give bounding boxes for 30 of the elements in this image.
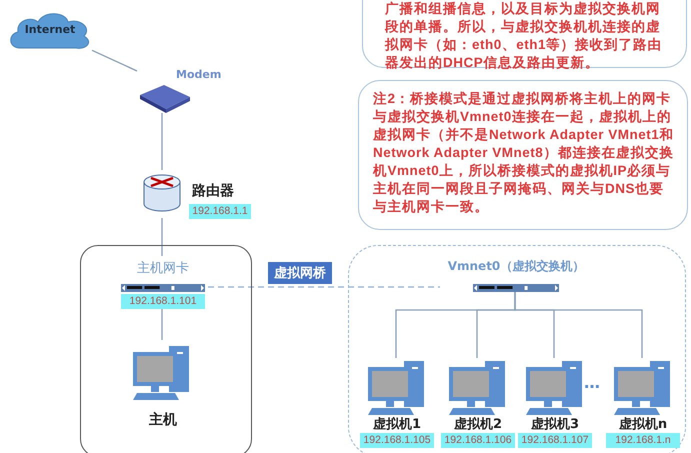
device-label: Modem (176, 68, 222, 81)
computer-label: 虚拟机n (618, 416, 668, 433)
connector-line (161, 113, 163, 170)
computer-label: 虚拟机3 (530, 416, 580, 433)
ip-address-label: 192.168.1.105 (360, 433, 434, 448)
connector-line (161, 218, 163, 256)
host-frame (80, 245, 252, 453)
computer-label: 虚拟机1 (372, 416, 422, 433)
computer-label: 主机 (148, 411, 178, 429)
note-text: 注2：桥接模式是通过虚拟网桥将主机上的网卡与虚拟交换机Vmnet0连接在一起，虚拟机上的虚拟网卡（并不是Network Adapter VMnet1和Network Adapter VMnet8）都连接在虚拟交换机Vmnet0上，所以桥接模式的虚拟机IP必须与主机在同一网段且子网掩码、网关与DNS也要与主机网卡一致。 (373, 90, 675, 216)
connector-line (208, 286, 440, 288)
connector-line (92, 50, 138, 72)
ip-address-label: 192.168.1.1 (189, 204, 251, 219)
router-label: 路由器 (192, 182, 234, 200)
connector-line (514, 292, 643, 358)
computer-label: 虚拟机2 (452, 416, 504, 433)
ip-address-label: 192.168.1.107 (518, 433, 592, 448)
note-box (362, 0, 687, 68)
ip-address-label: 192.168.1.n (606, 433, 680, 448)
switch-label: Vmnet0（虚拟交换机） (446, 258, 586, 275)
virtual-network-frame (348, 245, 686, 453)
note-box (358, 80, 688, 230)
ellipsis: … (584, 373, 600, 392)
edge-label: 虚拟网桥 (268, 262, 332, 284)
cloud-label: Internet (24, 23, 76, 36)
ip-address-label: 192.168.1.101 (121, 294, 205, 309)
connector-line (161, 309, 163, 340)
ip-address-label: 192.168.1.106 (441, 433, 515, 448)
note-text: 广播和组播信息，以及目标为虚拟交换机网段的单播。所以，与虚拟交换机机连接的虚拟网卡（如：eth0、eth1等）接收到了路由器发出的DHCP信息及路由更新。 (385, 0, 664, 72)
nic-label: 主机网卡 (136, 260, 190, 277)
